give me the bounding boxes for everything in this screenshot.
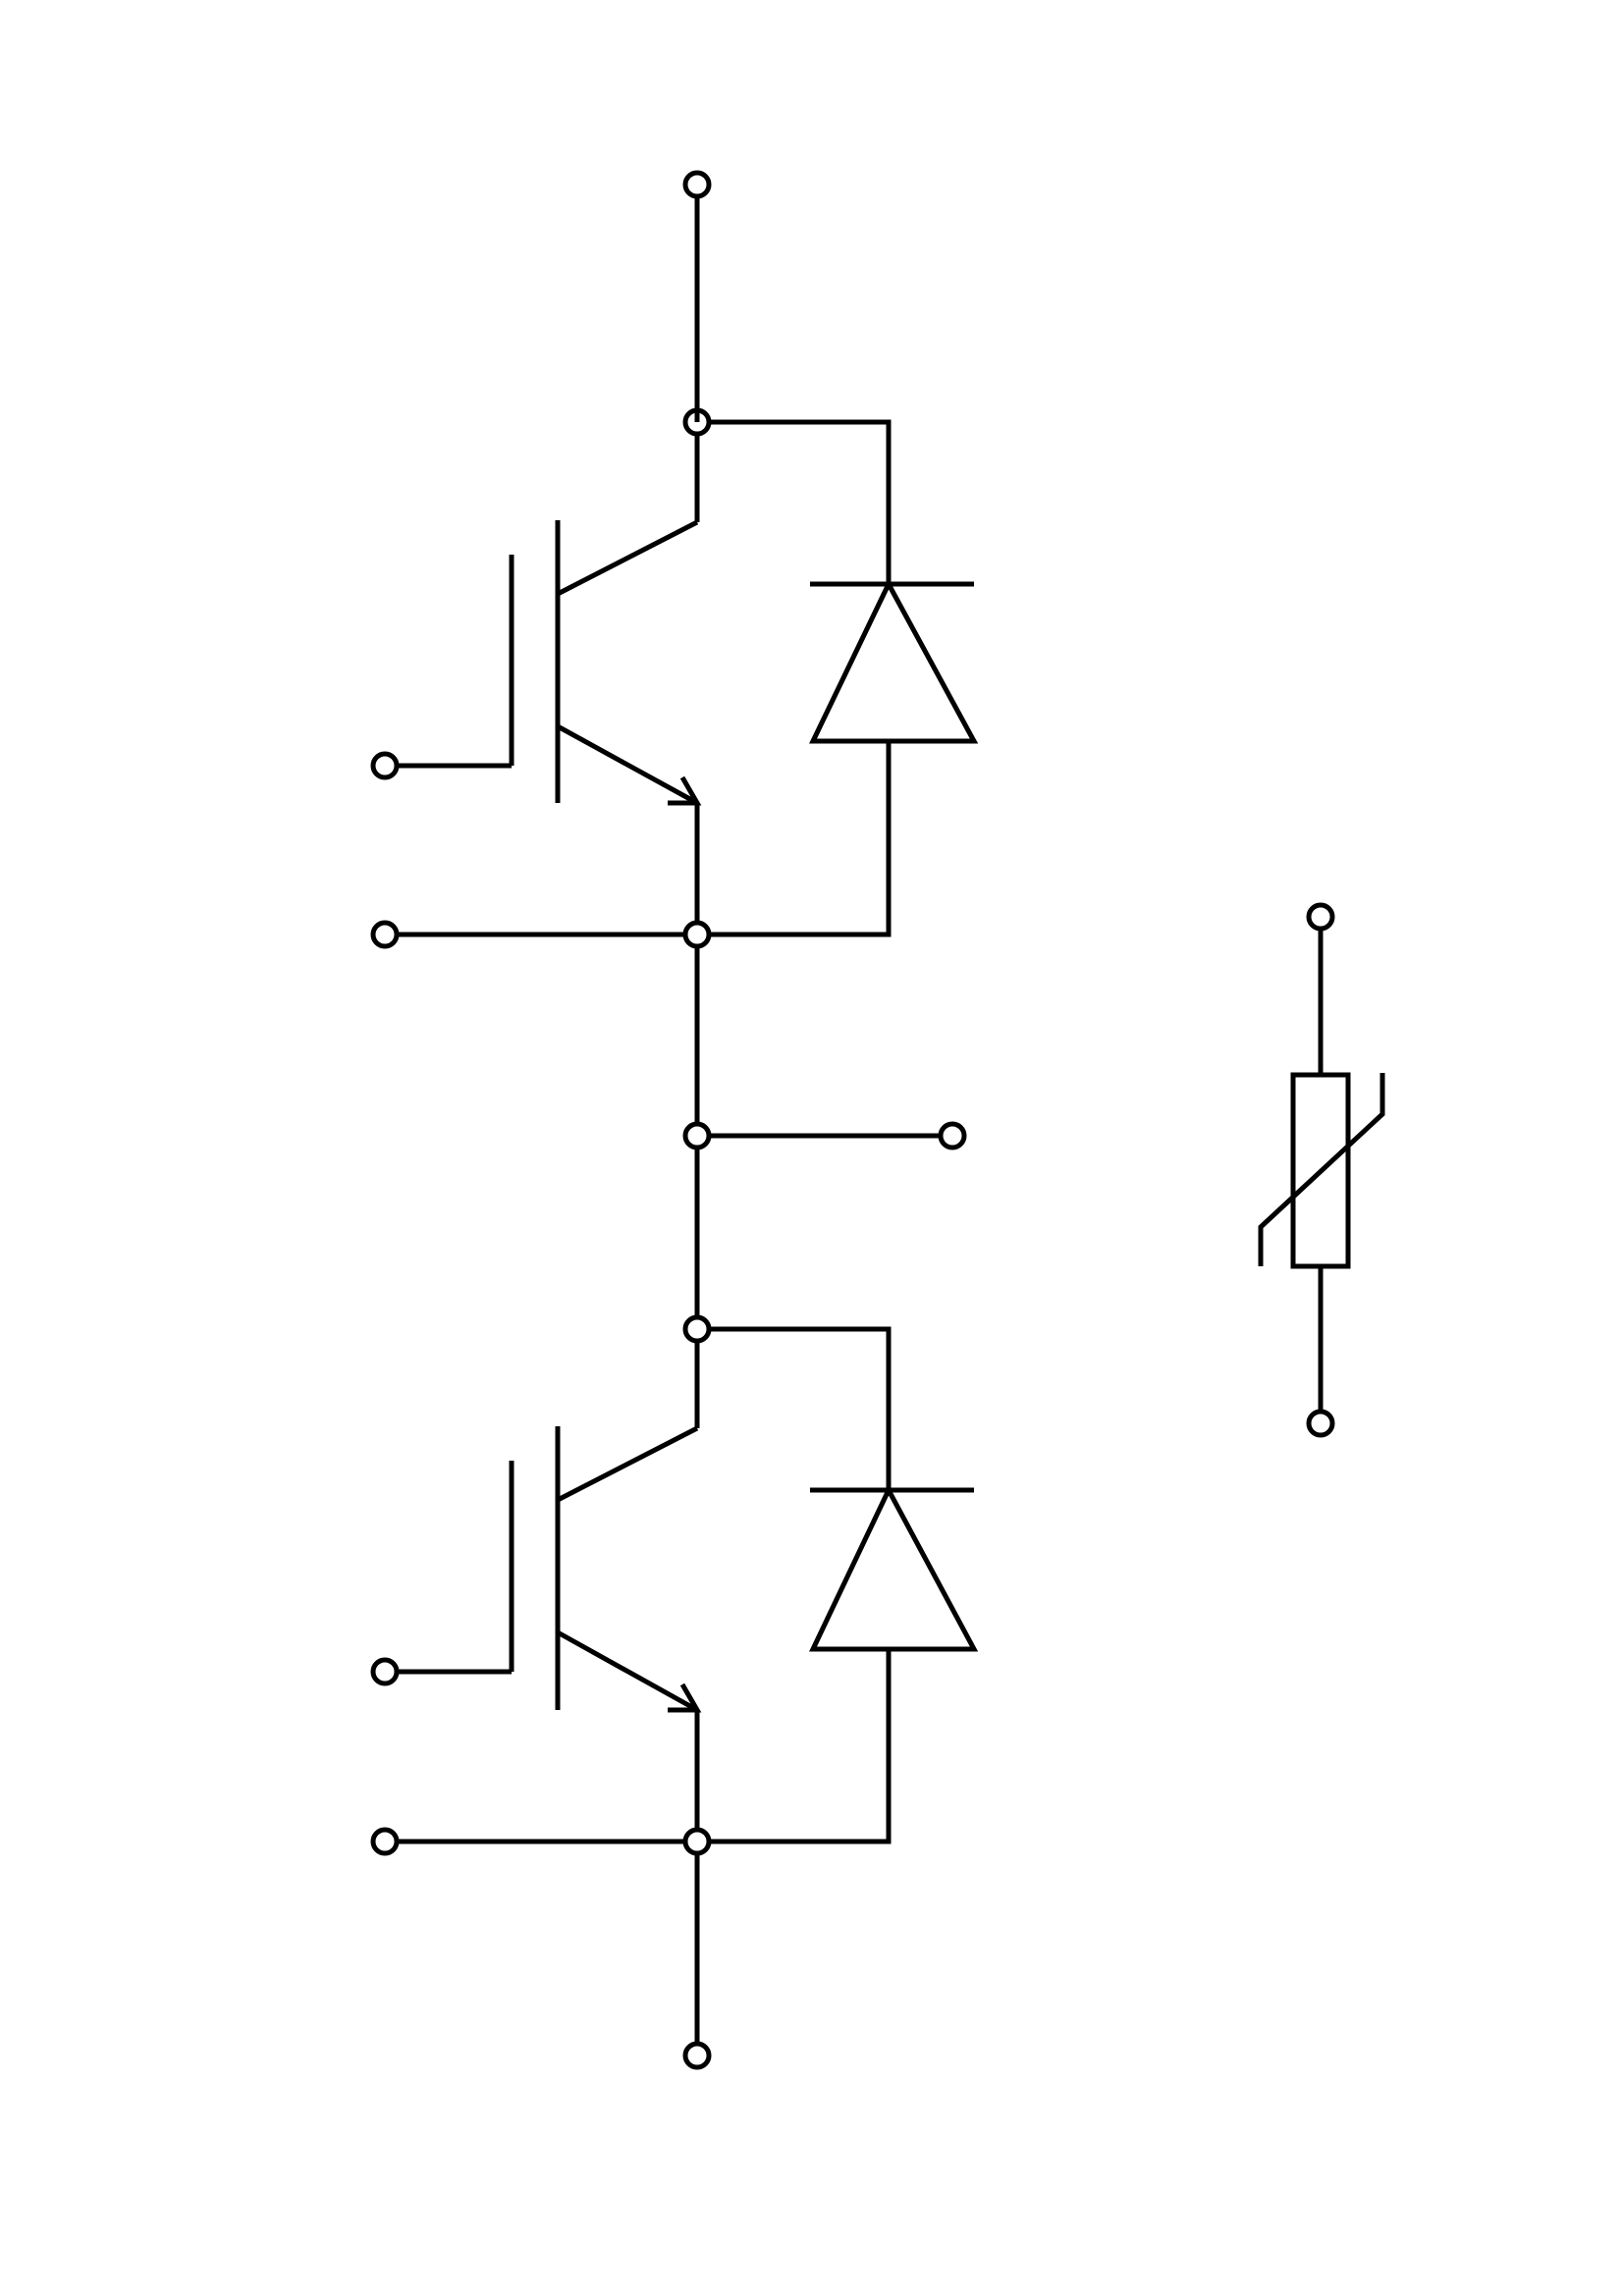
terminal-dc-minus xyxy=(682,2041,712,2070)
phase-output-group xyxy=(682,946,967,1317)
node-phase-output xyxy=(682,1121,712,1150)
igbt-upper-emitter-line xyxy=(556,723,699,806)
wire-upper-diode-cathode xyxy=(709,419,892,584)
igbt-lower-symbol xyxy=(509,1425,702,1713)
wire-lower-diode-anode xyxy=(709,1649,892,1844)
terminal-aux-emitter-lower xyxy=(370,1827,400,1856)
diode-upper-symbol xyxy=(809,578,979,744)
terminal-phase-output xyxy=(938,1121,967,1150)
terminal-dc-plus xyxy=(682,170,712,199)
node-upper-emitter xyxy=(682,920,712,949)
wire-lower-diode-cathode xyxy=(709,1326,892,1490)
wire-upper-diode-anode xyxy=(709,741,892,937)
diode-lower-symbol xyxy=(809,1484,979,1652)
node-lower-collector xyxy=(682,1314,712,1344)
ntc-temperature-slash xyxy=(1258,1073,1385,1266)
terminal-ntc-t2 xyxy=(1306,1409,1335,1438)
terminal-gate-lower xyxy=(370,1657,400,1686)
diode-upper-triangle xyxy=(809,578,979,744)
igbt-lower-collector-line xyxy=(556,1425,699,1503)
lower-switch-group xyxy=(370,1314,979,2070)
ntc-thermistor-group xyxy=(1258,902,1385,1438)
igbt-upper-symbol xyxy=(509,519,702,806)
terminal-aux-emitter-upper xyxy=(370,920,400,949)
upper-switch-group xyxy=(370,170,979,949)
igbt-upper-collector-line xyxy=(556,519,699,597)
igbt-lower-emitter-line xyxy=(556,1629,699,1713)
terminal-gate-upper xyxy=(370,751,400,780)
node-lower-emitter xyxy=(682,1827,712,1856)
diode-lower-triangle xyxy=(809,1484,979,1652)
terminal-ntc-t1 xyxy=(1306,902,1335,932)
